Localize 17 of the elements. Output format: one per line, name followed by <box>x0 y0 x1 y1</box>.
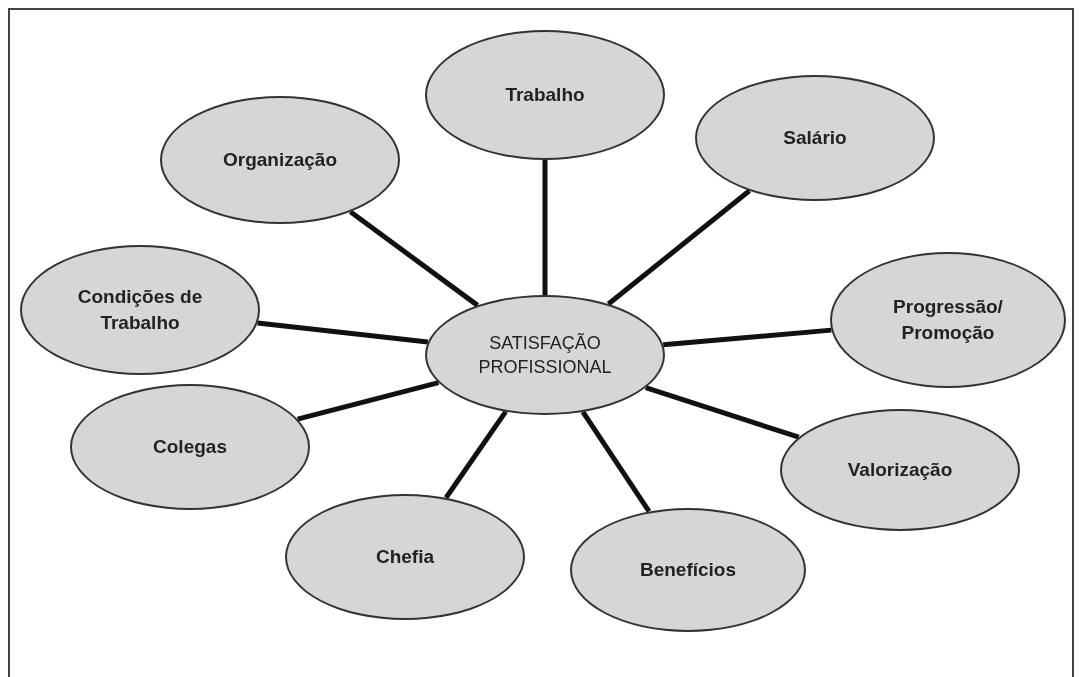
topic-label: Organização <box>222 148 337 173</box>
central-label: SATISFAÇÃO PROFISSIONAL <box>477 331 613 379</box>
connector-line <box>663 327 832 348</box>
connector-line <box>257 320 429 345</box>
topic-label: Valorização <box>847 458 953 483</box>
topic-label: Trabalho <box>505 83 585 108</box>
connector-line <box>644 385 800 440</box>
connector-line <box>348 209 480 308</box>
topic-label: Condições de Trabalho <box>76 285 204 335</box>
topic-label: Benefícios <box>639 558 737 583</box>
topic-label: Chefia <box>375 545 435 570</box>
connector-line <box>542 160 548 295</box>
connector-line <box>606 188 751 306</box>
topic-label: Colegas <box>153 435 227 460</box>
topic-label: Salário <box>783 126 847 151</box>
connector-line <box>296 380 440 422</box>
topic-label: Progressão/ Promoção <box>892 295 1004 345</box>
